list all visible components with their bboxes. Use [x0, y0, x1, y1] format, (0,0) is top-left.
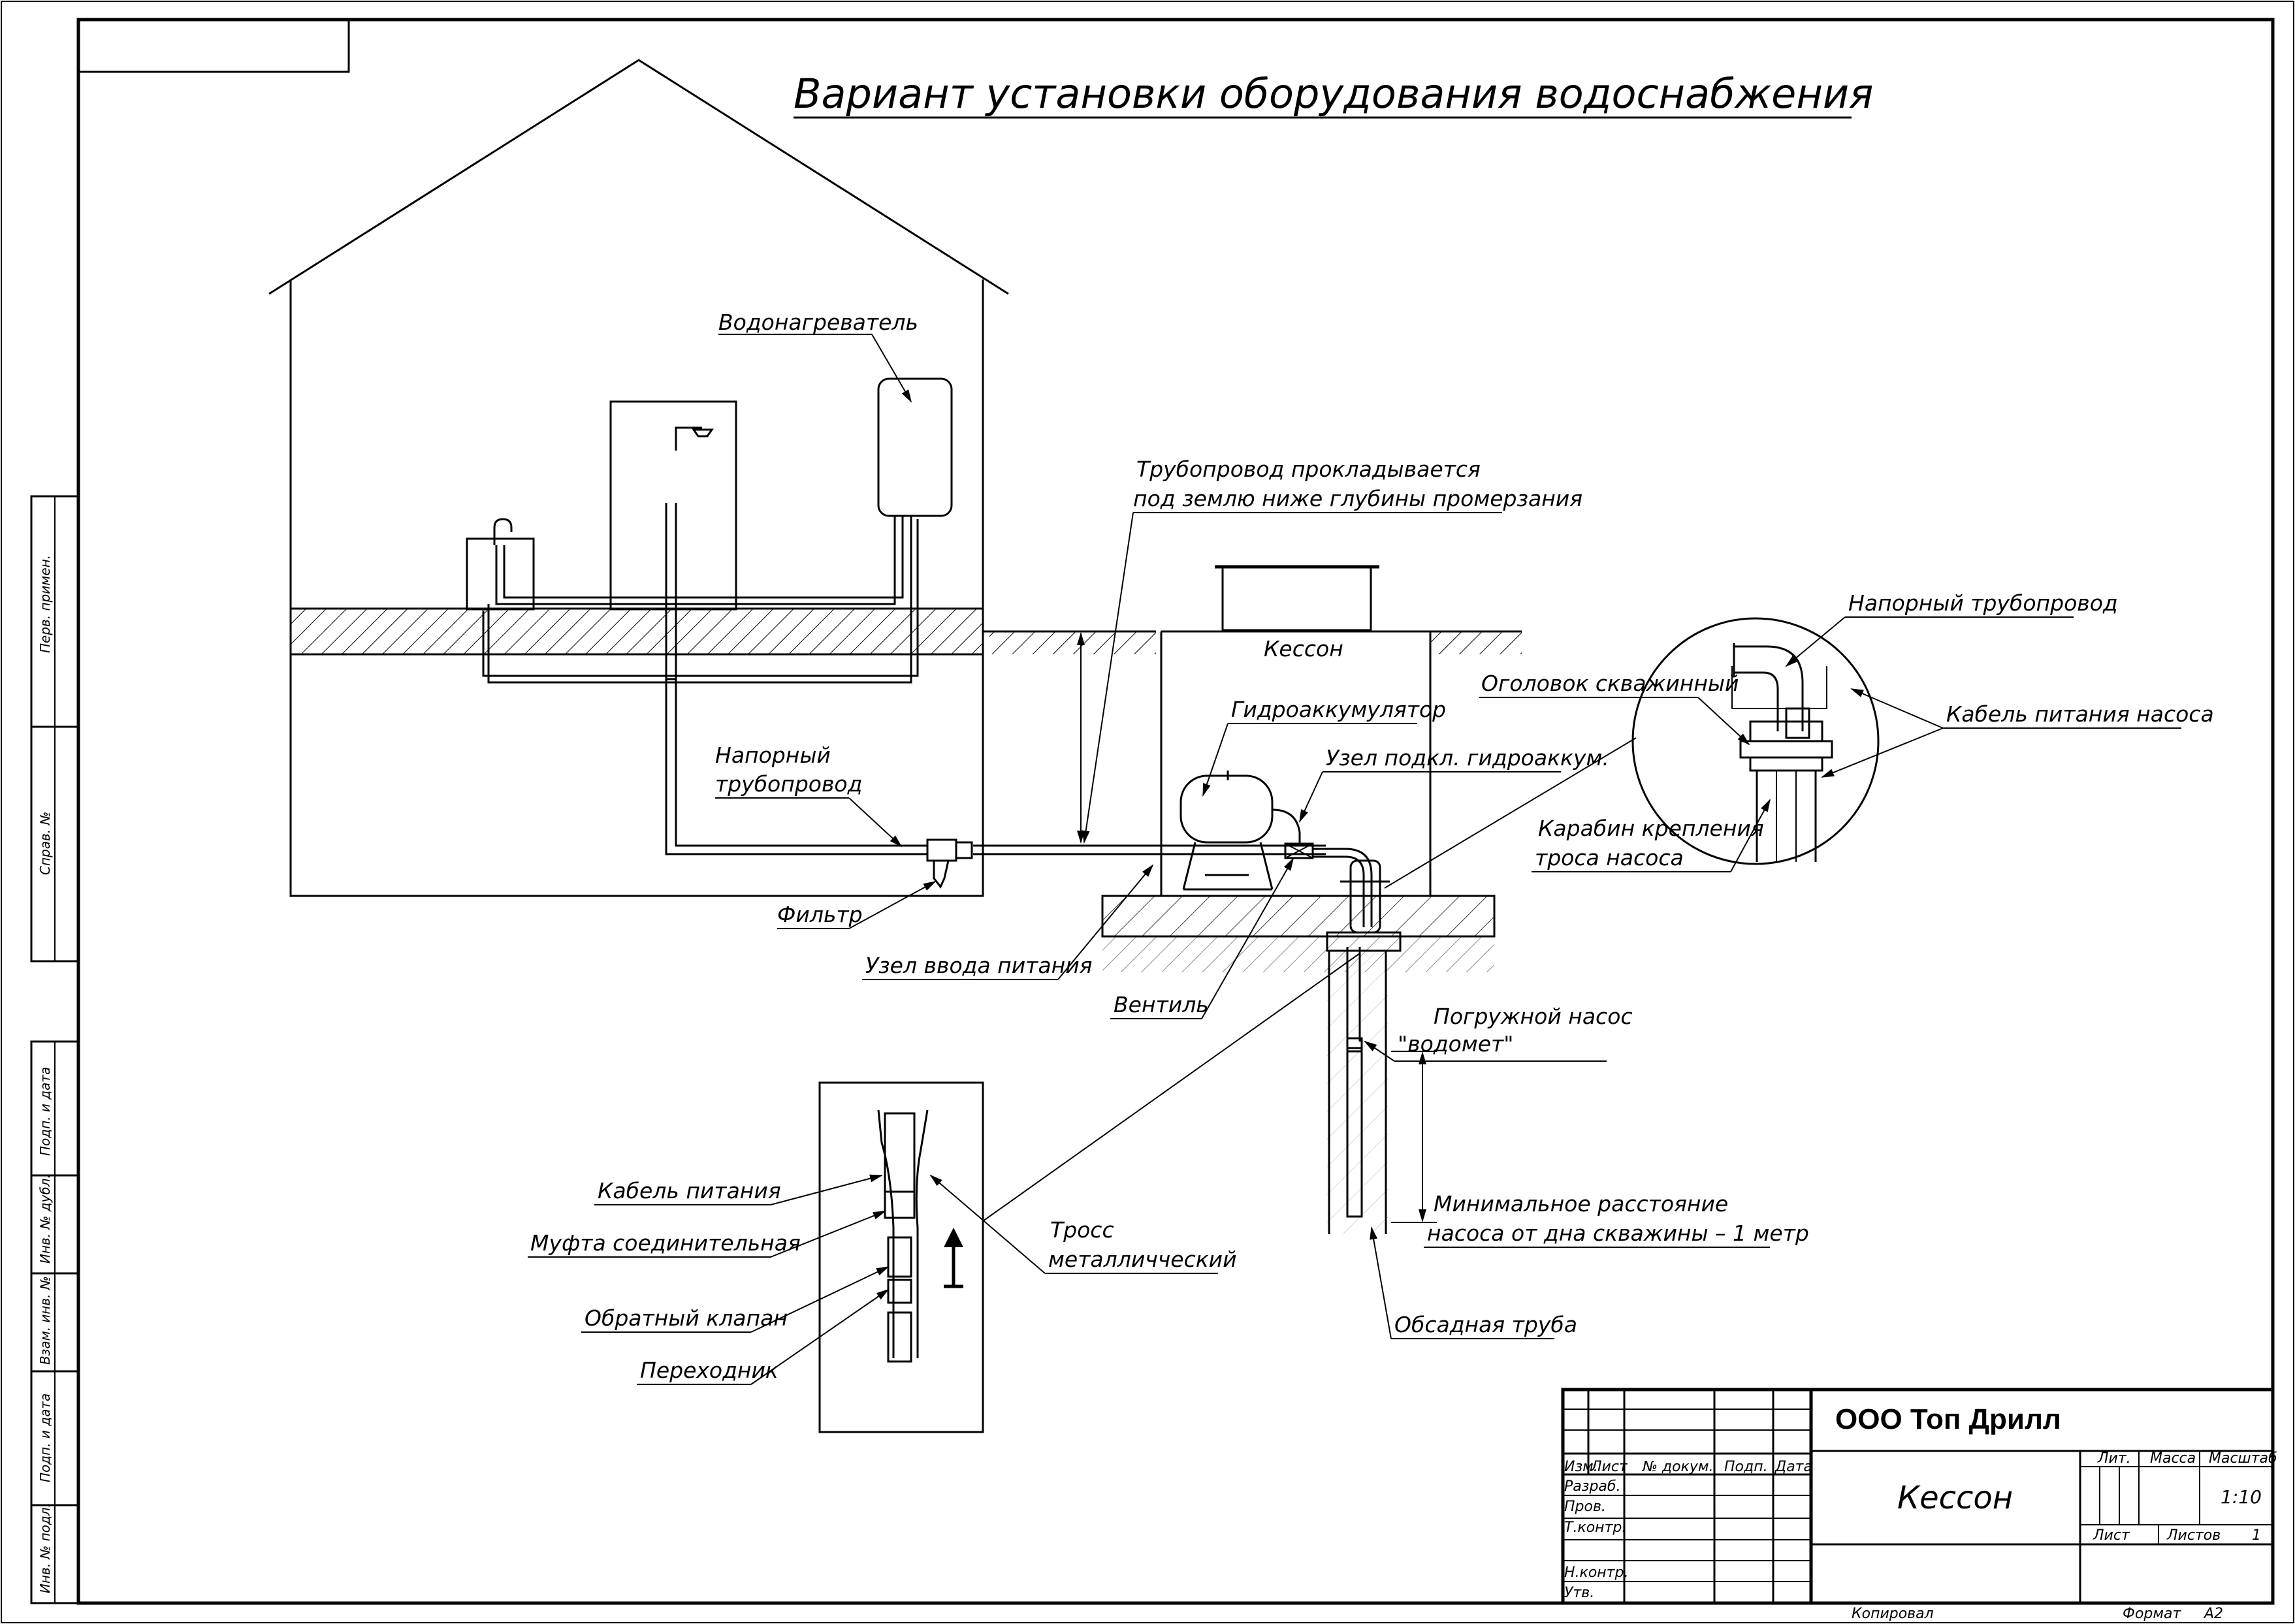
- power-inlet-label: Узел ввода питания: [865, 953, 1093, 978]
- side-label-podl: Инв. № подл.: [37, 1503, 53, 1593]
- side-label-perv: Перв. примен.: [37, 555, 53, 653]
- drawing-name: Кессон: [1897, 1480, 2013, 1516]
- filter-label: Фильтр: [777, 902, 863, 927]
- shower-cabin: [609, 400, 737, 611]
- side-label-sprav: Справ. №: [37, 812, 53, 875]
- pump-detail: Кабель питания Муфта соединительная Обра…: [528, 1081, 1237, 1433]
- pipeline-note-line2: под землю ниже глубины промерзания: [1133, 486, 1582, 511]
- valve-icon: [1284, 842, 1314, 859]
- format-label: Формат: [2123, 1606, 2181, 1622]
- drawing-title: Вариант установки оборудования водоснабж…: [794, 70, 1873, 118]
- col-podp: Подп.: [1724, 1459, 1768, 1475]
- water-heater-tank: [877, 377, 953, 517]
- side-stamp: Перв. примен. Справ. № Подп. и дата Инв.…: [30, 495, 80, 1604]
- arrow-up-icon: [944, 1228, 963, 1247]
- detail-pressure-pipe-label: Напорный трубопровод: [1848, 590, 2118, 616]
- accumulator-node-label: Узел подкл. гидроаккум.: [1326, 745, 1609, 771]
- well-head-label: Оголовок скважинный: [1481, 671, 1739, 696]
- copied-label: Копировал: [1852, 1606, 1934, 1622]
- water-heater-label: Водонагреватель: [718, 310, 918, 335]
- labels: Трубопровод прокладывается под землю ниж…: [715, 456, 1809, 1339]
- row-utv: Утв.: [1564, 1585, 1594, 1601]
- min-distance-label-2: насоса от дна скважины – 1 метр: [1427, 1220, 1809, 1246]
- scale-label: Масштаб: [2209, 1450, 2277, 1467]
- pipeline-note-line1: Трубопровод прокладывается: [1136, 456, 1481, 482]
- row-prov: Пров.: [1564, 1499, 1606, 1515]
- sheet-label: Лист: [2093, 1527, 2130, 1544]
- scale-value: 1:10: [2221, 1486, 2262, 1508]
- sheets-value: 1: [2252, 1527, 2261, 1544]
- well: [1326, 859, 1437, 1234]
- house: Водонагреватель: [268, 59, 1009, 897]
- house-plumbing: [482, 503, 927, 855]
- ground: [973, 630, 1522, 855]
- steel-cable-label-1: Тросс: [1050, 1217, 1114, 1243]
- col-date: Дата: [1774, 1459, 1812, 1475]
- row-nkontr: Н.контр.: [1564, 1565, 1628, 1581]
- sheets-label: Листов: [2166, 1527, 2221, 1544]
- company-name: ООО Топ Дрилл: [1835, 1403, 2061, 1435]
- side-label-dubl: Инв. № дубл.: [37, 1174, 53, 1264]
- mass-label: Масса: [2150, 1450, 2196, 1467]
- hydro-accumulator-label: Гидроаккумулятор: [1231, 697, 1446, 722]
- pump-cable-label: Кабель питания насоса: [1946, 701, 2214, 727]
- carabiner-label-2: троса насоса: [1535, 845, 1684, 870]
- filter: [926, 838, 973, 889]
- power-cable-label: Кабель питания: [598, 1178, 781, 1203]
- side-label-podp1: Подп. и дата: [37, 1067, 53, 1156]
- row-tkontr: Т.контр.: [1564, 1520, 1626, 1536]
- carabiner-label-1: Карабин крепления: [1538, 816, 1764, 841]
- faucet-icon: [493, 518, 513, 545]
- format-value: A2: [2203, 1606, 2223, 1622]
- caisson-label: Кессон: [1264, 636, 1343, 661]
- check-valve-label: Обратный клапан: [585, 1305, 788, 1331]
- casing-pipe-label: Обсадная труба: [1394, 1312, 1577, 1337]
- well-head-detail: Напорный трубопровод Оголовок скважинный…: [1479, 590, 2214, 872]
- adapter-label: Переходник: [640, 1358, 778, 1383]
- submersible-pump: [1346, 1047, 1363, 1218]
- sink: [466, 537, 535, 611]
- col-list: Лист: [1590, 1459, 1628, 1475]
- coupling-label: Муфта соединительная: [530, 1230, 801, 1256]
- col-doc: № докум.: [1642, 1459, 1713, 1475]
- pump-label-1: Погружной насос: [1434, 1004, 1633, 1029]
- row-razrab: Разраб.: [1564, 1478, 1620, 1495]
- side-label-vzam: Взам. инв. №: [37, 1276, 53, 1365]
- caisson: Кессон: [1101, 565, 1496, 972]
- side-label-podp2: Подп. и дата: [37, 1393, 53, 1482]
- pump-label-2: "водомет": [1398, 1031, 1513, 1057]
- col-izm: Изм.: [1564, 1459, 1598, 1475]
- min-distance-label-1: Минимальное расстояние: [1434, 1191, 1728, 1217]
- valve-label: Вентиль: [1114, 992, 1209, 1017]
- steel-cable-label-2: металличческий: [1048, 1247, 1237, 1272]
- title-block: ООО Топ Дрилл Кессон Изм. Лист № докум. …: [1561, 1388, 2277, 1622]
- lit-label: Лит.: [2097, 1450, 2131, 1467]
- pressure-pipe-label-1: Напорный: [715, 742, 831, 768]
- pressure-pipe-label-2: трубопровод: [715, 771, 862, 797]
- shower-head-icon: [692, 428, 714, 438]
